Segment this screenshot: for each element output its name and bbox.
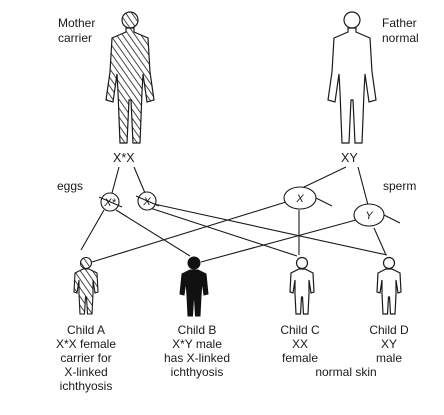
father-to-sperm2-line [358, 167, 368, 205]
eggs-label: eggs [57, 179, 83, 193]
normal-skin-label: normal skin [315, 365, 376, 379]
child-a-line1: Child A [67, 323, 105, 337]
mother-to-egg1-line [112, 167, 119, 193]
sperm2-to-child-b-line [201, 220, 356, 262]
sperm-label: sperm [383, 179, 416, 193]
sperm1-to-child-a-line [92, 202, 286, 262]
egg-1: X* [99, 193, 122, 211]
child-b-line1: Child B [178, 323, 217, 337]
child-d-line2: XY [381, 337, 397, 351]
child-d-line3: male [376, 351, 402, 365]
sperm-1-label: X [295, 193, 304, 205]
child-c-line1: Child C [280, 323, 320, 337]
child-a-line4: X-linked [64, 365, 107, 379]
father-genotype: XY [341, 151, 358, 165]
child-d-line1: Child D [369, 323, 409, 337]
egg1-to-child-a-line [81, 210, 104, 250]
child-a-caption: Child A X*X female carrier for X-linked … [56, 323, 116, 393]
sperm-2: Y [354, 204, 400, 226]
father-label-line2: normal [382, 31, 419, 45]
child-c-caption: Child C XX female [280, 323, 320, 365]
mother-label-line1: Mother [58, 16, 95, 30]
child-c-line3: female [282, 351, 318, 365]
egg-1-label: X* [103, 197, 116, 209]
child-b-line4: ichthyosis [171, 365, 224, 379]
child-a-figure [74, 258, 98, 315]
child-c-line2: XX [292, 337, 308, 351]
sperm-2-label: Y [365, 210, 373, 222]
egg-2: X [136, 192, 159, 210]
child-b-line3: has X-linked [164, 351, 230, 365]
child-d-caption: Child D XY male [369, 323, 409, 365]
child-b-figure [180, 257, 208, 316]
child-a-line5: ichthyosis [60, 379, 113, 393]
mother-to-egg2-line [134, 167, 145, 193]
child-c-figure [290, 258, 314, 315]
child-a-line3: carrier for [60, 351, 111, 365]
mother-figure [106, 12, 154, 143]
father-label-line1: Father [382, 16, 417, 30]
sperm2-to-child-d-line [374, 228, 386, 255]
father-figure [328, 12, 376, 143]
mother-label-line2: carrier [58, 31, 92, 45]
child-d-figure [377, 258, 401, 315]
sperm-1: X [284, 187, 332, 209]
egg2-to-child-c-line [150, 208, 297, 256]
child-a-line2: X*X female [56, 337, 116, 351]
egg-2-label: X [142, 196, 151, 208]
mother-genotype: X*X [113, 151, 135, 165]
child-b-line2: X*Y male [172, 337, 222, 351]
child-b-caption: Child B X*Y male has X-linked ichthyosis [164, 323, 230, 379]
father-to-sperm1-line [302, 167, 346, 188]
